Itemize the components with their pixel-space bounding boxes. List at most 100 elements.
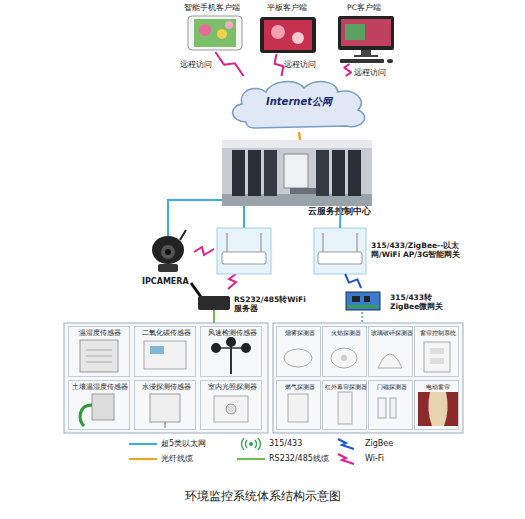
detector-cell-label: 火焰探测器 (323, 329, 368, 336)
camera-lens (161, 245, 175, 259)
pc-client-label: PC客户端 (328, 4, 400, 13)
legend-sample (332, 453, 362, 465)
legend-entry: 光纤线缆 (128, 453, 193, 466)
connector (344, 64, 351, 76)
sensor-cell-label: 风速检测传感器 (201, 329, 263, 337)
sensor-cell: 土壤温湿度传感器 (68, 380, 130, 430)
internet-cloud: Internet公网 (226, 76, 372, 132)
edge-label: 远程访问 (180, 60, 212, 70)
detector-lens (341, 355, 347, 361)
camera-lens (165, 249, 171, 255)
pc-client: PC客户端 (328, 4, 400, 64)
sensor-cable (165, 422, 166, 428)
router-photo (314, 228, 366, 274)
serial-device (198, 296, 230, 310)
edge-label: 远程访问 (284, 60, 316, 70)
detector-cell: 窗帘控制系统 (414, 326, 459, 377)
phone-flower (199, 24, 211, 36)
server-rack (348, 150, 361, 196)
sensor-cell: 水浸探测传感器 (134, 380, 196, 430)
router-body (318, 252, 362, 264)
tablet-flower (292, 32, 304, 44)
smart-gateway: 315/433/ZigBee--以太网/WiFi AP/3G智能网关 (314, 228, 366, 274)
detector-cell: 电动窗帘 (414, 380, 459, 430)
curtain-cloth (444, 392, 458, 426)
sensor-cell: 风速检测传感器 (200, 326, 262, 377)
sensor-cell-label: 水浸探测传感器 (135, 383, 197, 391)
wifi-bolt (228, 274, 236, 289)
detector-device (338, 392, 352, 424)
detector-group-frame (273, 323, 463, 433)
legend-line (129, 458, 157, 460)
camera-antenna (180, 230, 186, 240)
curtain-panel (424, 342, 450, 372)
legend-text: 315/433 (269, 439, 302, 448)
sensor-device (144, 341, 186, 369)
zigbee-micro-gateway-label: 315/433转ZigBee微网关 (390, 294, 450, 311)
board-chip (364, 296, 370, 302)
legend-text: 超5类以太网 (161, 439, 206, 448)
monitor-body (338, 16, 394, 50)
sensor-cell-label: 室内光照探测器 (201, 383, 263, 391)
door-magnet (390, 398, 396, 418)
internet-cloud-label: Internet公网 (226, 96, 372, 108)
detector-cell: 燃气探测器 (276, 380, 321, 430)
sensor-slit (86, 356, 112, 357)
server-rack (332, 150, 345, 196)
legend-sample (128, 453, 158, 465)
connector (345, 274, 361, 288)
tablet-flower (271, 25, 285, 39)
legend-sample (236, 453, 266, 465)
wifi-bolt (194, 247, 214, 255)
legend-wave (242, 438, 261, 450)
legend-sample (128, 438, 158, 450)
phone-screen (194, 19, 236, 47)
router-antenna (356, 233, 358, 252)
figure-caption: 环境监控系统体系结构示意图 (0, 488, 525, 505)
tablet-client-label: 平板客户端 (252, 4, 322, 13)
legend-dot (249, 442, 253, 446)
panel-button (430, 358, 444, 364)
legend-line (129, 443, 157, 445)
camera-body (152, 236, 184, 264)
sensor-device (150, 394, 180, 422)
cloud-control-center: 云服务控制中心 (222, 140, 372, 206)
detector-cell-label: 电动窗帘 (415, 383, 460, 390)
connector (215, 52, 243, 76)
legend-entry: ZigBee (332, 438, 393, 451)
legend-text: Wi-Fi (365, 454, 384, 463)
detector-cell-label: 门磁探测器 (369, 383, 414, 390)
board-terminal (348, 305, 378, 308)
phone-flower (217, 29, 227, 39)
sensor-cell-label: 土壤温湿度传感器 (69, 383, 131, 391)
tablet-screen (264, 20, 312, 50)
server-desk (290, 188, 316, 194)
router-body (222, 252, 266, 264)
server-rack (264, 150, 277, 196)
sensor-cell-label: 温湿度传感器 (69, 329, 131, 337)
phone-client: 智能手机客户端 (178, 4, 246, 52)
ethernet-wire (243, 206, 245, 228)
wireless-link (361, 312, 363, 323)
sensor-group-frame (64, 323, 268, 433)
server-rack (316, 150, 329, 196)
sensor-display (150, 346, 164, 354)
router-antenna (260, 233, 262, 252)
detector-cell: 火焰探测器 (322, 326, 367, 377)
detector-cell-label: 燃气探测器 (277, 383, 322, 390)
legend-bolt (338, 439, 354, 449)
connector (339, 206, 342, 228)
monitor-base (354, 55, 378, 57)
sensor-cell: 室内光照探测器 (200, 380, 262, 430)
phone-body (188, 16, 242, 50)
server-rack (232, 150, 245, 196)
ip-camera-label: IPCAMERA (142, 277, 202, 286)
connector (299, 132, 300, 140)
detector-cell-label: 窗帘控制系统 (415, 329, 460, 336)
gateway-board (346, 292, 380, 310)
legend-entry: Wi-Fi (332, 453, 384, 466)
detector-device (288, 394, 308, 422)
detector-cell: 门磁探测器 (368, 380, 413, 430)
